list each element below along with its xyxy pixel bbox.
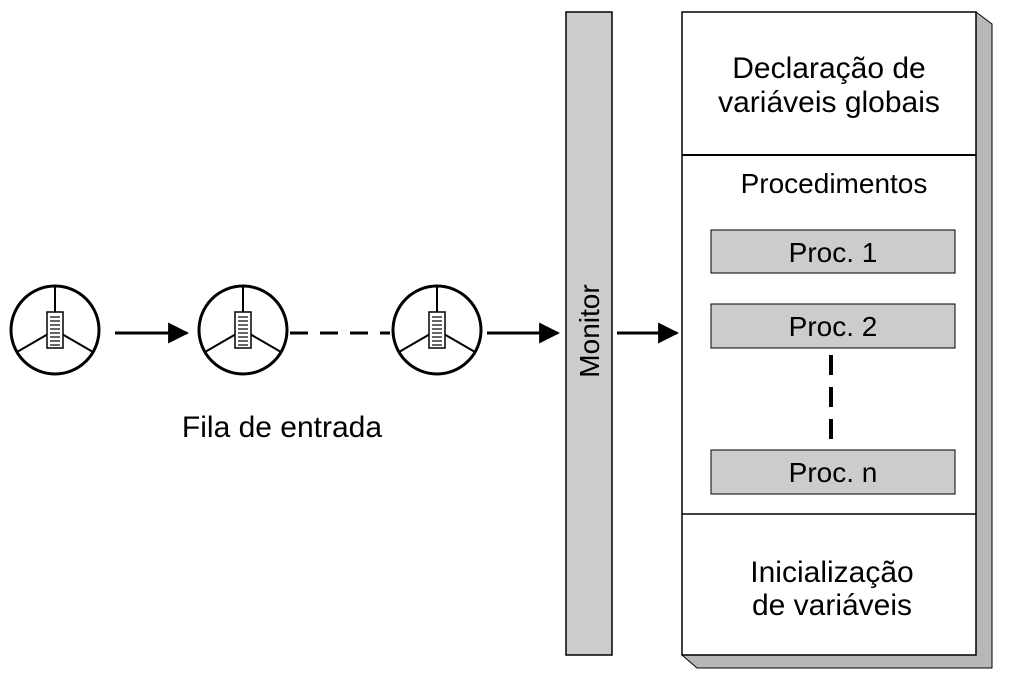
globals-line-1: Declaração de [732,52,925,85]
queue-label: Fila de entrada [182,411,382,444]
monitor-label: Monitor [574,284,605,377]
monitor-bar: Monitor [565,11,613,656]
init-line-1: Inicialização [750,556,913,589]
init-line-2: de variáveis [752,589,912,622]
process-wheel-icon [197,284,289,376]
globals-line-2: variáveis globais [718,86,940,119]
procedure-box: Proc. 2 [710,303,956,349]
initialization-section: Inicialização de variáveis [750,556,913,622]
procedure-box: Proc. n [710,449,956,495]
process-wheel-icon [391,284,483,376]
monitor-module-box: Declaração de variáveis globais Procedim… [680,11,993,669]
procedures-section: Procedimentos Proc. 1 Proc. 2 Proc. n [710,168,956,495]
procedures-title: Procedimentos [741,168,928,199]
procedure-label: Proc. 2 [789,311,878,342]
procedure-label: Proc. 1 [789,237,878,268]
procedure-box: Proc. 1 [710,229,956,274]
global-variables-section: Declaração de variáveis globais [718,52,940,119]
procedure-label: Proc. n [789,457,878,488]
process-wheel-icon [9,284,101,376]
entry-queue: Fila de entrada [9,284,561,444]
